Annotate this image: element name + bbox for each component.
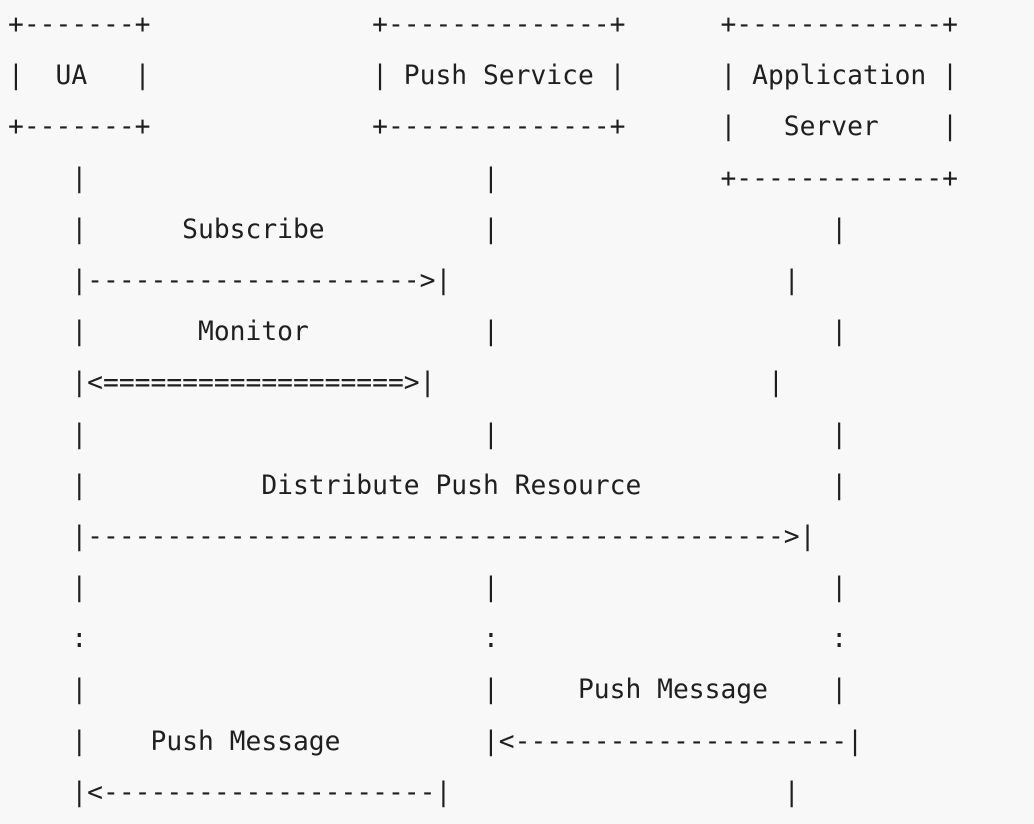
diagram-line-10: | Distribute Push Resource |	[8, 470, 848, 501]
diagram-line-6: |--------------------->| |	[8, 265, 800, 296]
diagram-line-16: |<---------------------| |	[8, 777, 800, 808]
diagram-line-15: | Push Message |<---------------------|	[8, 726, 863, 757]
diagram-line-3: +-------+ +--------------+ | Server |	[8, 112, 958, 143]
diagram-line-4: | | +-------------+	[8, 163, 958, 194]
diagram-line-5: | Subscribe | |	[8, 214, 848, 245]
ascii-diagram: +-------+ +--------------+ +------------…	[8, 0, 958, 819]
diagram-line-14: | | Push Message |	[8, 675, 848, 706]
diagram-line-8: |<===================>| |	[8, 368, 784, 399]
diagram-line-13: : : :	[8, 624, 848, 655]
diagram-line-2: | UA | | Push Service | | Application |	[8, 61, 958, 92]
diagram-line-7: | Monitor | |	[8, 317, 848, 348]
diagram-line-1: +-------+ +--------------+ +------------…	[8, 10, 958, 40]
diagram-line-11: |---------------------------------------…	[8, 521, 816, 552]
diagram-line-12: | | |	[8, 573, 848, 604]
diagram-line-9: | | |	[8, 419, 848, 450]
